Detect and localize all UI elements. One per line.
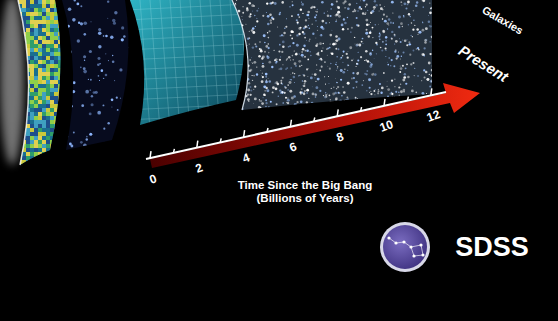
tick-number: 6 bbox=[288, 140, 299, 155]
tick-number: 8 bbox=[335, 130, 346, 145]
tick-number: 12 bbox=[425, 108, 442, 126]
logo-text: SDSS bbox=[455, 232, 529, 263]
axis-end-label: Present bbox=[456, 42, 512, 86]
tick-number: 10 bbox=[378, 118, 395, 136]
tick-number: 2 bbox=[194, 161, 205, 176]
panel-label: Galaxies bbox=[480, 3, 526, 37]
tick-number: 0 bbox=[147, 172, 158, 187]
tick-number: 4 bbox=[241, 151, 252, 166]
axis-title: Time Since the Big Bang (Billions of Yea… bbox=[223, 179, 388, 205]
